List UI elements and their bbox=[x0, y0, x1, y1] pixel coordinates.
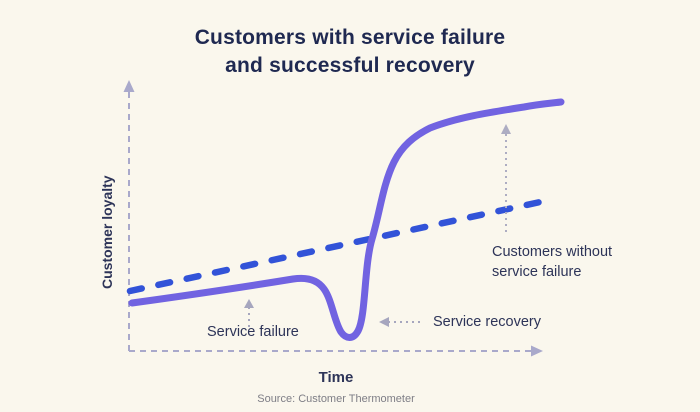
service-recovery-arrowhead-icon bbox=[379, 317, 389, 327]
chart-title-line1: Customers with service failure bbox=[194, 26, 506, 49]
no-failure-arrowhead-icon bbox=[501, 124, 511, 134]
no-failure-label: Customers without service failure bbox=[492, 242, 612, 282]
failure-recovery-curve bbox=[128, 98, 565, 341]
no-failure-label-line1: Customers without bbox=[492, 244, 613, 260]
x-axis-label: Time bbox=[318, 369, 354, 386]
service-failure-label: Service failure bbox=[207, 324, 299, 340]
chart-title-line2: and successful recovery bbox=[225, 54, 475, 77]
chart-title: Customers with service failure and succe… bbox=[0, 24, 700, 80]
service-recovery-label: Service recovery bbox=[433, 314, 541, 330]
no-failure-label-line2: service failure bbox=[492, 264, 582, 280]
x-axis-arrowhead-icon bbox=[531, 345, 543, 357]
source-attribution: Source: Customer Thermometer bbox=[257, 393, 415, 405]
y-axis-arrowhead-icon bbox=[123, 80, 135, 92]
no-failure-line bbox=[126, 195, 558, 295]
service-failure-arrowhead-icon bbox=[244, 299, 254, 308]
y-axis-label: Customer loyalty bbox=[99, 175, 115, 289]
